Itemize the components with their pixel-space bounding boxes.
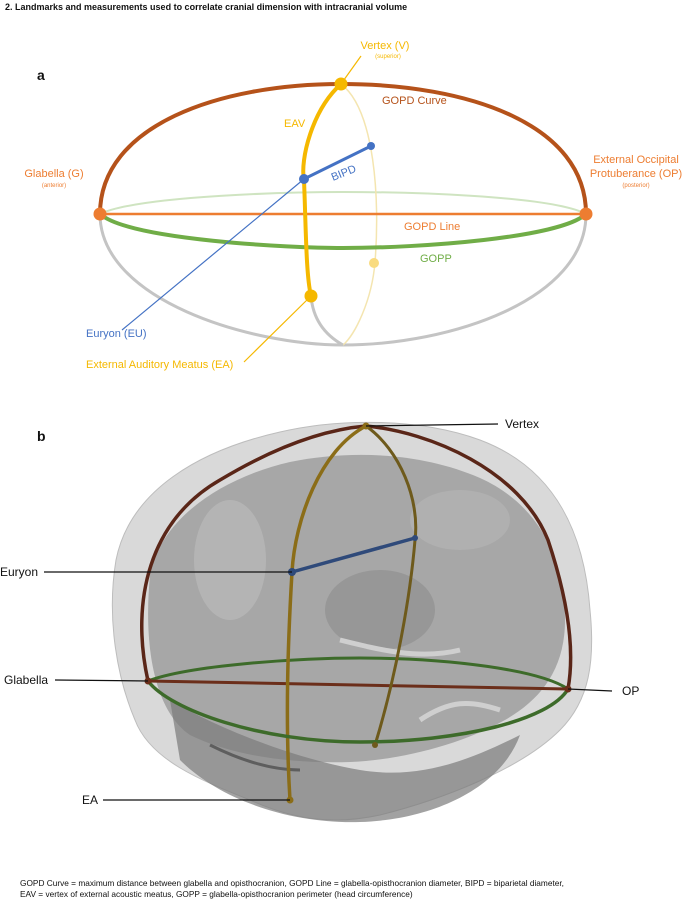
gopp-label: GOPP	[420, 253, 452, 265]
figure-title: 2. Landmarks and measurements used to co…	[5, 2, 407, 12]
skull-base	[170, 700, 520, 823]
op-sublabel: (posterior)	[622, 183, 649, 189]
glabella-leader-3d	[54, 679, 149, 682]
glabella-label-3d: Glabella	[4, 673, 48, 687]
gopp-front-arc	[98, 212, 588, 251]
ea-back-point-3d	[372, 742, 378, 748]
euryon-point	[299, 174, 309, 184]
gopp-ring-back	[147, 656, 569, 691]
eav-front-arc	[301, 82, 343, 297]
gopp-ring-front	[146, 679, 570, 744]
vertex-sublabel: (superior)	[375, 54, 401, 60]
vertex-label: Vertex (V)	[361, 40, 410, 52]
ea-point	[304, 289, 318, 303]
vertex-label-3d: Vertex	[505, 417, 539, 431]
bipd-line-3d	[291, 536, 416, 574]
panel-a: a Vertex (V) (sup	[24, 40, 682, 371]
panel-a-letter: a	[37, 67, 45, 83]
glabella-point	[93, 207, 107, 221]
cortex-highlight-1	[194, 500, 266, 620]
ea-label: External Auditory Meatus (EA)	[86, 359, 233, 371]
gopp-back-arc	[99, 190, 587, 215]
bipd-end-point	[367, 142, 375, 150]
cortex-highlight-2	[410, 490, 510, 550]
euryon-label: Euryon (EU)	[86, 328, 147, 340]
euryon-label-3d: Euryon	[0, 565, 38, 579]
op-label-3d: OP	[622, 684, 639, 698]
footer-line-2: EAV = vertex of external acoustic meatus…	[20, 889, 413, 899]
glabella-label: Glabella (G)	[24, 168, 83, 180]
op-label-line2: Protuberance (OP)	[590, 168, 682, 180]
vertex-point	[334, 77, 348, 91]
eav-label: EAV	[284, 118, 306, 130]
bipd-line	[303, 144, 372, 181]
bipd-end-point-3d	[412, 535, 418, 541]
ea-label-3d: EA	[82, 793, 98, 807]
panel-b-letter: b	[37, 428, 46, 444]
sulcus-2	[418, 700, 501, 723]
ea-back-point	[369, 258, 379, 268]
skull-lower-outline	[98, 213, 588, 347]
vertex-leader-3d	[365, 423, 499, 427]
meridian-lower-arc	[309, 295, 344, 347]
op-leader-3d	[567, 688, 613, 692]
sulcus-1	[339, 637, 461, 657]
eav-meridian-back	[365, 424, 418, 746]
glabella-sublabel: (anterior)	[42, 183, 66, 189]
op-point	[579, 207, 593, 221]
euryon-leader	[121, 178, 305, 331]
gopd-line-label: GOPD Line	[404, 221, 460, 233]
gopd-line-3d	[147, 679, 569, 691]
op-label-line1: External Occipital	[593, 154, 679, 166]
sulcus-3	[209, 743, 301, 772]
cortex-highlight-3	[325, 570, 435, 650]
footer-line-1: GOPD Curve = maximum distance between gl…	[20, 878, 564, 888]
panel-b: b	[0, 417, 639, 823]
bipd-label: BIPD	[330, 163, 358, 184]
gopd-curve	[98, 81, 588, 215]
ea-leader	[243, 295, 312, 363]
gopd-curve-label: GOPD Curve	[382, 95, 447, 107]
